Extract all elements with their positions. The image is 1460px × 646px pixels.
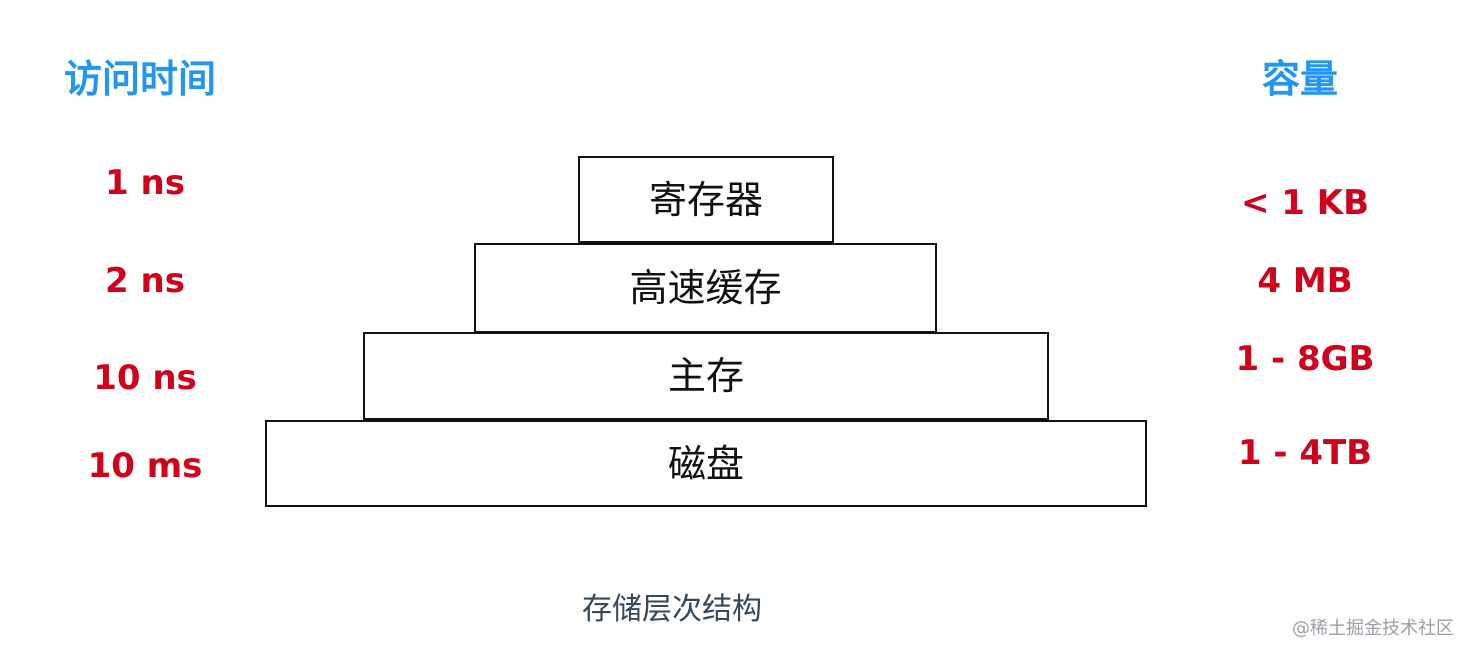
- register-level: 寄存器: [578, 156, 834, 243]
- disk-label: 磁盘: [667, 441, 744, 486]
- disk-capacity: 1 - 4TB: [1237, 433, 1373, 473]
- memory-label: 主存: [667, 354, 744, 398]
- register-access-time: 1 ns: [105, 163, 185, 203]
- memory-capacity: 1 - 8GB: [1235, 339, 1375, 379]
- register-label: 寄存器: [648, 177, 763, 222]
- capacity-header: 容量: [1262, 57, 1339, 101]
- watermark: @稀土掘金技术社区: [1292, 618, 1454, 639]
- diagram-caption: 存储层次结构: [582, 592, 762, 627]
- cache-level: 高速缓存: [474, 243, 937, 333]
- register-capacity: < 1 KB: [1240, 183, 1370, 223]
- cache-access-time: 2 ns: [105, 261, 185, 301]
- access-time-header: 访问时间: [64, 57, 217, 101]
- disk-level: 磁盘: [265, 420, 1147, 507]
- cache-label: 高速缓存: [629, 266, 782, 310]
- cache-capacity: 4 MB: [1257, 261, 1353, 301]
- disk-access-time: 10 ms: [87, 446, 203, 486]
- memory-access-time: 10 ns: [93, 358, 197, 398]
- memory-level: 主存: [363, 332, 1049, 420]
